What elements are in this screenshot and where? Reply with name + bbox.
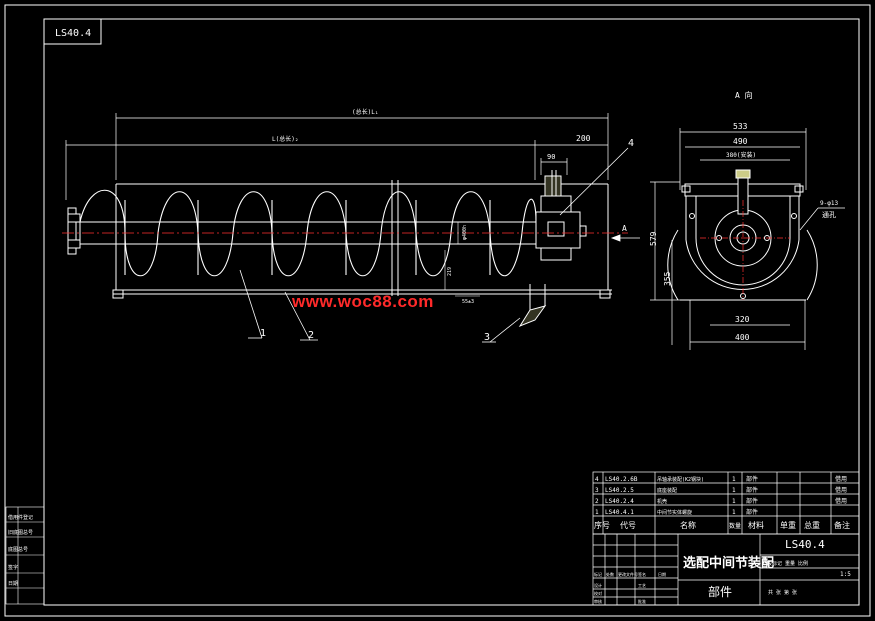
bom-row-1-name: 底座装配 [657,487,677,494]
tb-label-5: 设计 [594,582,602,588]
side-strip-3: 签字 [8,564,18,571]
title-scale: 1:5 [840,571,851,578]
outer-frame [4,4,871,617]
side-strip-4: 日期 [8,581,18,587]
side-strip-2: 底图总号 [8,546,28,553]
bom-row-1-note: 借用 [835,486,847,494]
dim-90: 90 [547,153,555,161]
screw-flights [79,189,537,277]
dim-body: L(总长)₂ [272,135,298,143]
title-mark-row: 阶段标记 重量 比例 [762,560,808,567]
bom-row-1-no: 3 [595,487,599,494]
tb-label-4: 日期 [658,571,666,577]
dim-dia: φ400h [462,225,468,240]
bom-row-3-code: LS40.4.1 [605,509,634,516]
bom-row-3-qty: 1 [732,509,736,516]
view-label: A 向 [735,90,753,100]
dim-355: 355 [663,271,672,286]
bom-row-0-code: LS40.2.6B [605,476,638,483]
dim-219: 219 [447,267,453,276]
bom-header-qty: 数量 [729,522,741,530]
bom-row-0-name: 吊轴承装配(K2钢块) [657,476,704,483]
inner-frame [43,18,860,606]
bom-row-3-no: 1 [595,509,599,516]
side-strip [5,506,45,605]
support-foot [518,284,547,328]
bom-row-1-qty: 1 [732,487,736,494]
callout-1: 1 [260,328,266,339]
tb-label-1: 处数 [606,571,614,577]
bom-row-2-no: 2 [595,498,599,505]
bom-row-0-mat: 部件 [746,475,758,483]
title-code: LS40.4 [785,538,825,551]
bom-row-2-qty: 1 [732,498,736,505]
bom-header-unit: 单重 [780,520,796,530]
tb-label-9: 批准 [638,598,646,604]
side-strip-0: 借用件登记 [8,514,33,521]
tb-label-2: 更改文件号 [618,571,638,577]
code-box [43,18,102,45]
bom-row-2-mat: 部件 [746,497,758,505]
bom-row-2-note: 借用 [835,497,847,505]
dim-380: 380(安装) [726,151,756,159]
bom-header-no: 序号 [594,520,610,530]
dim-533: 533 [733,122,748,131]
bom-table [592,471,860,535]
tb-label-0: 标记 [594,571,602,577]
dim-579: 579 [649,231,658,246]
bom-header-mat: 材料 [748,520,764,530]
bom-row-0-qty: 1 [732,476,736,483]
bom-header-code: 代号 [620,520,636,530]
title-main: 选配中间节装配 [683,555,774,571]
watermark-text: www.woc88.com [292,292,434,311]
bom-row-3-name: 中间节实体螺旋 [657,509,692,516]
bom-row-1-mat: 部件 [746,486,758,494]
tb-label-8: 工艺 [638,583,646,588]
bom-header-total: 总重 [804,520,820,530]
title-block [592,533,860,606]
bom-header-name: 名称 [680,520,696,530]
bom-row-0-note: 借用 [835,475,847,483]
callout-3: 3 [484,332,490,343]
dim-200: 200 [576,134,591,143]
dim-490: 490 [733,137,748,146]
bom-header-note: 备注 [834,520,850,530]
bom-row-2-name: 机壳 [657,498,667,505]
side-strip-1: 旧底图总号 [8,529,33,536]
end-view [650,128,845,350]
dim-bolt: 9-φ13 [820,200,838,207]
bom-row-1-code: LS40.2.5 [605,487,634,494]
dim-320: 320 [735,315,750,324]
dim-400: 400 [735,333,750,342]
title-type: 部件 [708,584,732,599]
tb-label-7: 审核 [594,598,602,604]
bom-row-2-code: LS40.2.4 [605,498,634,505]
tb-label-6: 校对 [594,590,602,596]
code-box-text: LS40.4 [55,28,91,39]
hanger-bearing [535,170,587,261]
dim-55: 55±3 [462,299,474,305]
leader-lines [239,147,629,343]
dim-overall: (总长)L₁ [352,108,378,116]
callout-4: 4 [628,138,634,149]
title-sheet: 共 张 第 张 [768,589,797,596]
bom-row-3-mat: 部件 [746,508,758,516]
main-view [62,113,640,343]
callout-2: 2 [308,330,314,341]
dim-holes: 通孔 [822,210,836,219]
tb-label-3: 签名 [638,571,646,577]
bom-row-0-no: 4 [595,476,599,483]
arrow-label: A [622,224,627,233]
